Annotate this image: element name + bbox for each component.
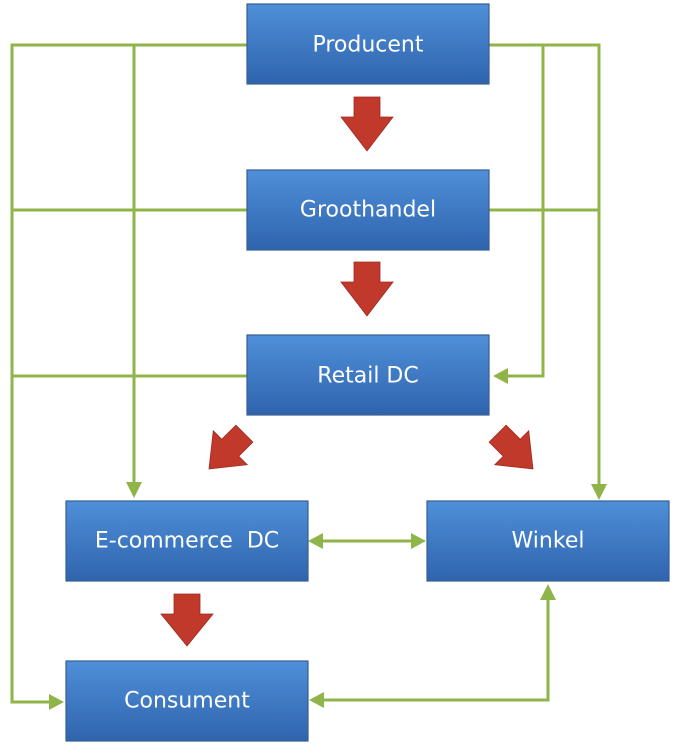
node-winkel-label: Winkel [512, 529, 585, 554]
node-consument: Consument [65, 660, 309, 742]
flow-arrow-groothandel-retail [340, 261, 394, 317]
arrowhead-ecommerce-top [126, 482, 142, 498]
node-ecommerce-dc-label: E-commerce DC [95, 529, 279, 554]
node-groothandel-label: Groothandel [300, 198, 436, 223]
node-producent-label: Producent [312, 33, 423, 58]
arrowhead-ecommerce-right [308, 533, 323, 549]
flow-arrow-producent-groothandel [340, 96, 394, 152]
arrowhead-consument-right [309, 692, 324, 708]
node-winkel: Winkel [426, 500, 670, 582]
connector-producent-consument [10, 43, 247, 704]
node-retail-dc: Retail DC [246, 334, 490, 416]
connector-lines [10, 43, 607, 710]
arrowhead-winkel-left [411, 533, 426, 549]
arrowhead-consument-left [49, 694, 64, 710]
flow-arrow-ecommerce-consument [160, 593, 214, 647]
flow-arrow-retail-ecommerce [208, 424, 254, 470]
connector-producent-ecommerce [132, 43, 247, 488]
flow-arrow-retail-winkel [488, 424, 534, 470]
node-producent: Producent [246, 3, 490, 85]
arrowhead-winkel-bottom [540, 584, 556, 600]
node-retail-dc-label: Retail DC [317, 364, 418, 389]
arrowhead-retail-right [493, 368, 508, 384]
node-ecommerce-dc: E-commerce DC [65, 500, 309, 582]
node-consument-label: Consument [124, 689, 250, 714]
connector-producent-winkel [489, 43, 601, 490]
node-groothandel: Groothandel [246, 169, 490, 251]
arrowhead-winkel-top [591, 484, 607, 500]
flow-arrows [160, 96, 534, 647]
connector-winkel-consument [319, 596, 550, 702]
